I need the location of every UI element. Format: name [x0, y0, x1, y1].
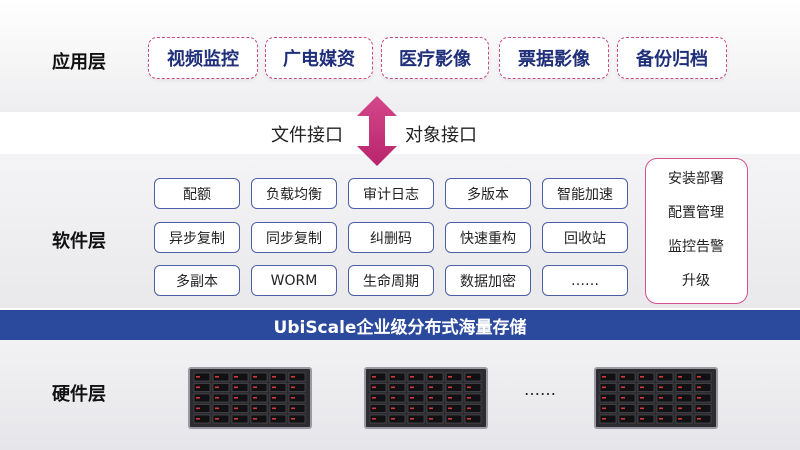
product-banner: UbiScale企业级分布式海量存储 — [0, 310, 800, 340]
feature-smart-acceleration: 智能加速 — [542, 178, 628, 209]
management-panel: 安装部署 配置管理 监控告警 升级 — [645, 158, 748, 304]
server-icon — [188, 367, 312, 429]
mgmt-upgrade: 升级 — [682, 273, 710, 289]
feature-more-ellipsis: …… — [542, 265, 628, 296]
app-box-medical-imaging: 医疗影像 — [381, 37, 489, 79]
app-box-broadcast-media: 广电媒资 — [265, 37, 373, 79]
app-box-video-surveillance: 视频监控 — [148, 37, 258, 79]
feature-erasure-coding: 纠删码 — [348, 222, 434, 253]
feature-multi-version: 多版本 — [445, 178, 531, 209]
feature-quota: 配额 — [154, 178, 240, 209]
app-box-bill-imaging: 票据影像 — [499, 37, 609, 79]
feature-data-encryption: 数据加密 — [445, 265, 531, 296]
object-interface-label: 对象接口 — [405, 125, 477, 146]
hardware-ellipsis: …… — [524, 380, 556, 399]
feature-worm: WORM — [251, 265, 337, 296]
interface-band — [0, 112, 800, 154]
software-layer-label: 软件层 — [52, 231, 106, 252]
mgmt-install-deploy: 安装部署 — [668, 171, 724, 187]
feature-lifecycle: 生命周期 — [348, 265, 434, 296]
feature-audit-log: 审计日志 — [348, 178, 434, 209]
mgmt-config-management: 配置管理 — [668, 205, 724, 221]
feature-recycle-bin: 回收站 — [542, 222, 628, 253]
application-layer-label: 应用层 — [52, 52, 106, 73]
feature-load-balancing: 负载均衡 — [251, 178, 337, 209]
server-icon — [594, 367, 718, 429]
hardware-layer-label: 硬件层 — [52, 384, 106, 405]
feature-sync-replication: 同步复制 — [251, 222, 337, 253]
server-icon — [364, 367, 488, 429]
feature-async-replication: 异步复制 — [154, 222, 240, 253]
app-box-backup-archive: 备份归档 — [617, 37, 727, 79]
double-arrow-icon — [357, 96, 397, 166]
file-interface-label: 文件接口 — [271, 125, 343, 146]
feature-multi-replica: 多副本 — [154, 265, 240, 296]
feature-fast-rebuild: 快速重构 — [445, 222, 531, 253]
mgmt-monitor-alarm: 监控告警 — [668, 239, 724, 255]
